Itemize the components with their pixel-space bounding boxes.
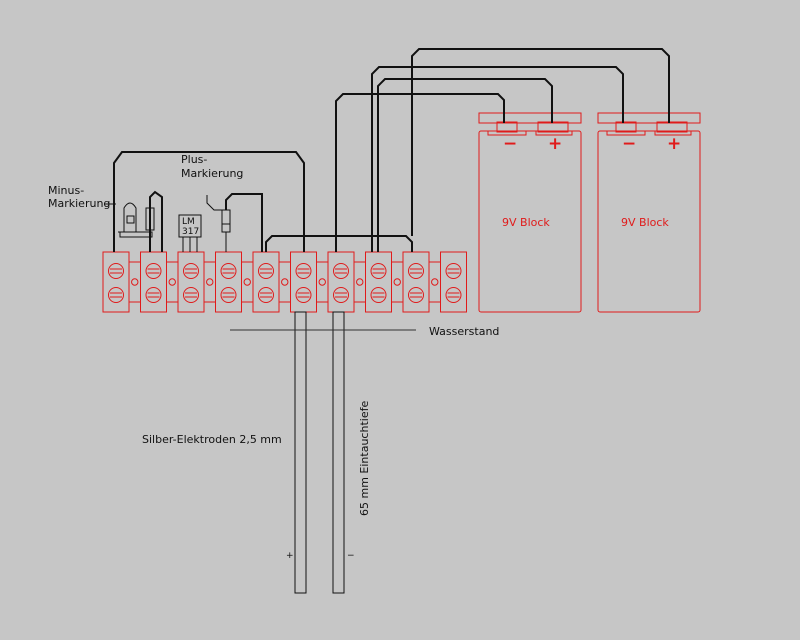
terminal-screw (258, 287, 274, 303)
terminal-screw (220, 263, 237, 279)
terminal-screw (408, 287, 424, 303)
battery-right: − + 9V Block (597, 112, 701, 313)
terminal-screw (183, 287, 199, 303)
terminal-bridge (316, 261, 329, 303)
terminal-block (327, 251, 355, 313)
terminal-block (140, 251, 167, 313)
terminal-block (177, 251, 205, 313)
battery-right-label: 9V Block (621, 216, 669, 229)
terminal-bridge (203, 261, 216, 303)
terminal-bridge (278, 261, 291, 303)
terminal-screw (258, 263, 274, 279)
terminal-screw (145, 263, 162, 279)
terminal-bridge (128, 261, 141, 303)
battery-left-label: 9V Block (502, 216, 550, 229)
minus-marking-label-line2: Markierung (48, 197, 110, 210)
terminal-block (402, 251, 430, 313)
immersion-depth-label: 65 mm Eintauchtiefe (358, 401, 371, 516)
terminal-bridge (428, 261, 441, 303)
terminal-screw (333, 263, 349, 279)
terminal-strip (102, 251, 467, 313)
terminal-screw (295, 263, 312, 279)
battery-left-minus-sign: − (503, 134, 517, 154)
battery-right-plus-sign: + (667, 134, 681, 154)
terminal-screw (220, 287, 237, 303)
terminal-screw (370, 263, 387, 279)
diode-component (221, 209, 231, 252)
lm317-label-bottom: 317 (182, 227, 199, 237)
water-level-label: Wasserstand (429, 325, 499, 338)
electrode-plus-sign: + (286, 551, 294, 561)
terminal-screw (108, 287, 124, 303)
terminal-screw (408, 263, 424, 279)
terminal-block (252, 251, 280, 313)
terminal-screw (108, 263, 124, 279)
terminal-bridge (391, 261, 404, 303)
terminal-block (290, 251, 317, 313)
electrodes: + − (286, 311, 355, 594)
battery-right-minus-sign: − (622, 134, 636, 154)
terminal-block (215, 251, 242, 313)
electrodes-label: Silber-Elektroden 2,5 mm (142, 433, 282, 446)
terminal-bridge (241, 261, 254, 303)
terminal-screw (370, 287, 387, 303)
minus-marking-label-line1: Minus- (48, 184, 84, 197)
terminal-screw (445, 287, 462, 303)
terminal-screw (295, 287, 312, 303)
terminal-screw (183, 263, 199, 279)
terminal-block (365, 251, 392, 313)
wiring (104, 48, 670, 252)
lm317-regulator: LM 317 (178, 214, 202, 252)
led-component (118, 202, 153, 238)
battery-left: − + 9V Block (478, 112, 582, 313)
electrode-minus-sign: − (347, 551, 355, 561)
plus-marking-label-line1: Plus- (181, 153, 207, 166)
lm317-label-top: LM (182, 217, 195, 227)
terminal-screw (145, 287, 162, 303)
battery-left-plus-sign: + (548, 134, 562, 154)
terminal-block (102, 251, 130, 313)
terminal-screw (445, 263, 462, 279)
terminal-bridge (166, 261, 179, 303)
terminal-screw (333, 287, 349, 303)
plus-marking-label-line2: Markierung (181, 167, 243, 180)
terminal-block (440, 251, 467, 313)
terminal-bridge (353, 261, 366, 303)
